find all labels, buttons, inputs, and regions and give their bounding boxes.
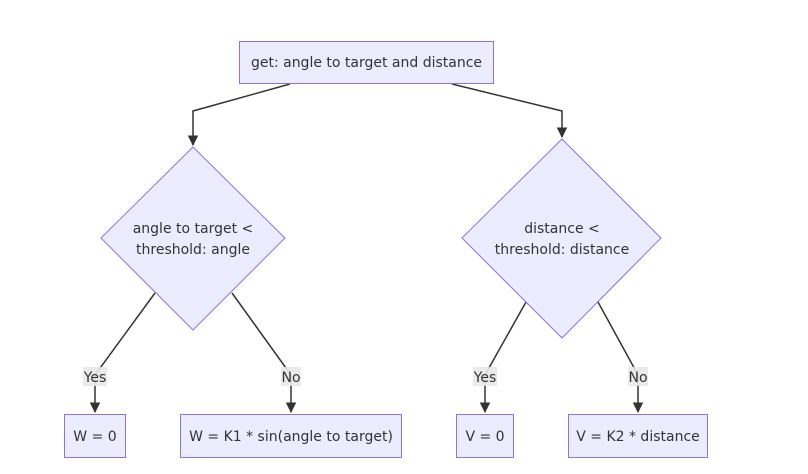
edge-label-text: No [628, 370, 647, 386]
edge-get-to-angle-check [187, 83, 291, 147]
decision-label-line2: threshold: angle [136, 242, 250, 258]
node-label: V = K2 * distance [576, 429, 700, 445]
decision-distance-threshold: distance < threshold: distance [461, 138, 662, 339]
edge-label-distance-no: No [628, 367, 648, 386]
node-label: W = 0 [73, 429, 116, 445]
edge-label-angle-yes: Yes [83, 367, 107, 386]
node-label: W = K1 * sin(angle to target) [189, 429, 393, 445]
node-v-zero: V = 0 [456, 414, 514, 458]
node-w-zero: W = 0 [64, 414, 126, 458]
edge-label-distance-yes: Yes [473, 367, 497, 386]
node-v-formula: V = K2 * distance [568, 414, 708, 458]
decision-label-line1: angle to target < [133, 221, 254, 237]
edge-distance-yes [479, 301, 527, 414]
edge-label-angle-no: No [281, 367, 301, 386]
node-w-formula: W = K1 * sin(angle to target) [180, 414, 402, 458]
node-get-angle-and-distance: get: angle to target and distance [239, 41, 494, 84]
decision-label-line1: distance < [524, 221, 600, 237]
decision-label-line2: threshold: distance [495, 242, 629, 258]
edge-label-text: Yes [473, 370, 497, 386]
edge-distance-no [597, 301, 644, 414]
edge-label-text: Yes [83, 370, 107, 386]
node-label: V = 0 [465, 429, 504, 445]
edge-angle-yes [89, 292, 156, 414]
edge-label-text: No [281, 370, 300, 386]
node-label: get: angle to target and distance [251, 55, 482, 71]
edge-angle-no [231, 292, 297, 414]
decision-angle-threshold: angle to target < threshold: angle [100, 146, 286, 331]
edge-get-to-distance-check [451, 83, 568, 139]
